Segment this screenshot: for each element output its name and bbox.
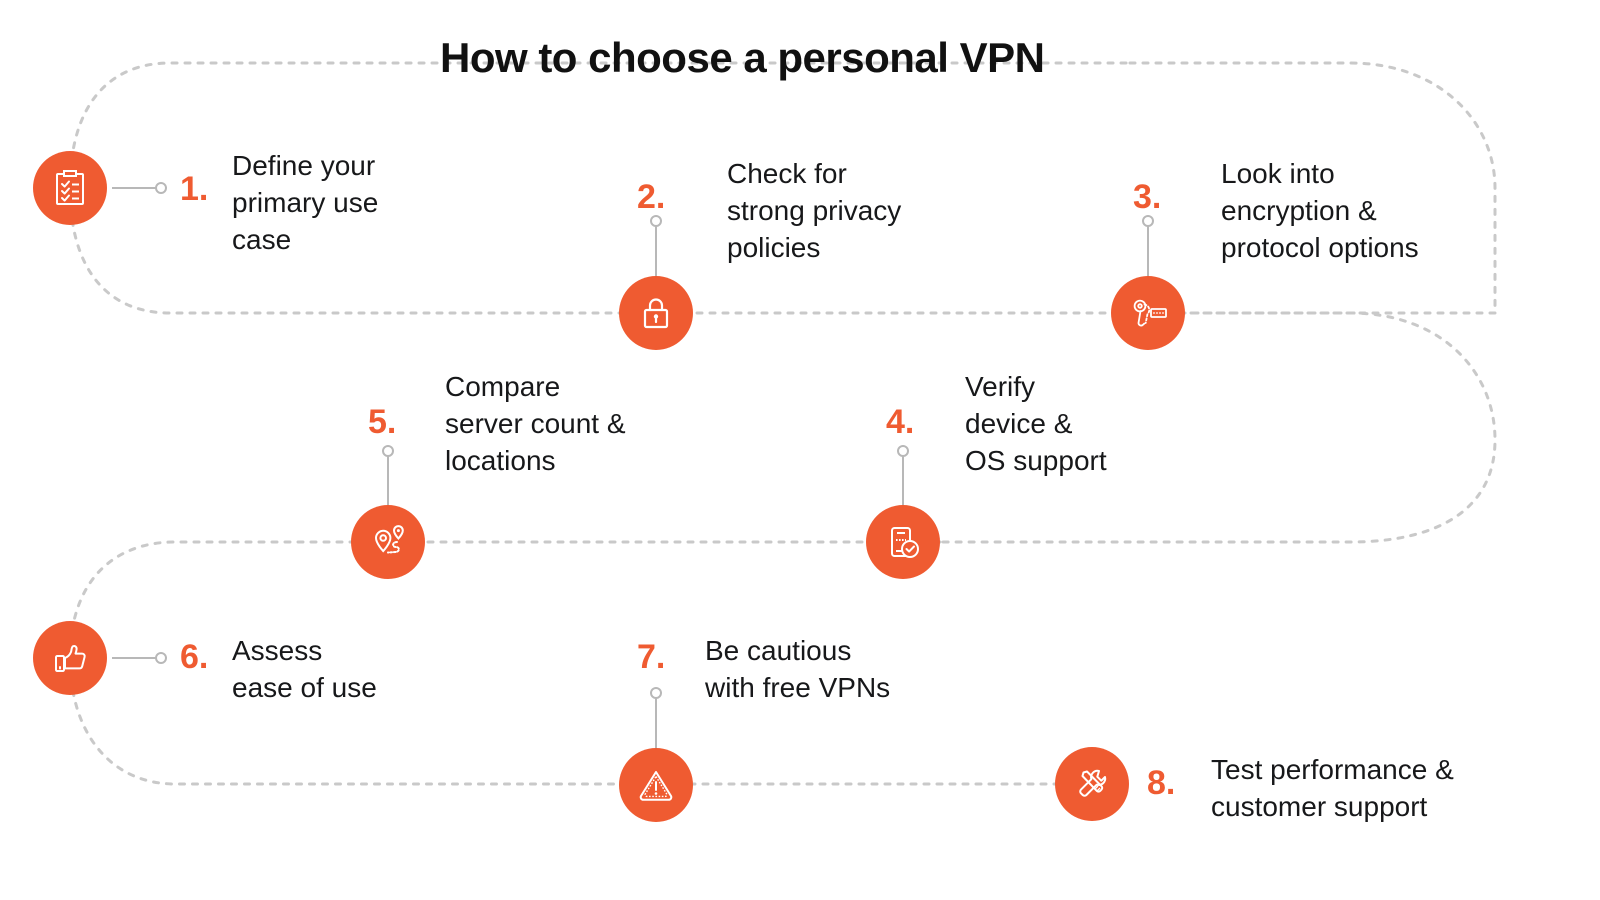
stem-dot-step2 <box>650 215 662 227</box>
map-pins-route-icon <box>366 521 410 563</box>
step-label-1: Define your primary use case <box>232 150 379 255</box>
step-number-7: 7. <box>637 638 666 676</box>
stem-dot-step4 <box>897 445 909 457</box>
step-number-2: 2. <box>637 178 666 216</box>
step-node-4[interactable] <box>866 505 940 579</box>
step-number-5: 5. <box>368 403 397 441</box>
step-label-3: Look into encryption & protocol options <box>1221 158 1419 263</box>
stem-dot-step5 <box>382 445 394 457</box>
step-label-4: Verify device & OS support <box>965 371 1107 476</box>
step-number-6: 6. <box>180 638 209 676</box>
step-number-8: 8. <box>1147 764 1176 802</box>
stem-dot-step3 <box>1142 215 1154 227</box>
padlock-icon <box>636 293 676 333</box>
step-node-5[interactable] <box>351 505 425 579</box>
stem-dot-step7 <box>650 687 662 699</box>
step-number-1: 1. <box>180 170 209 208</box>
step-node-2[interactable] <box>619 276 693 350</box>
step-number-4: 4. <box>886 403 915 441</box>
step-label-7: Be cautious with free VPNs <box>705 635 891 703</box>
stem-dot-step6 <box>155 652 167 664</box>
stem-dot-step1 <box>155 182 167 194</box>
step-label-5: Compare server count & locations <box>445 371 626 476</box>
thumbs-up-icon <box>49 637 91 679</box>
step-node-8[interactable] <box>1055 747 1129 821</box>
step-node-3[interactable] <box>1111 276 1185 350</box>
warning-triangle-icon <box>634 764 678 806</box>
step-node-1[interactable] <box>33 151 107 225</box>
clipboard-checklist-icon <box>49 167 91 209</box>
step-label-2: Check for strong privacy policies <box>727 158 902 263</box>
keys-password-icon <box>1126 293 1170 333</box>
step-label-6: Assess ease of use <box>232 635 377 703</box>
tools-wrench-screwdriver-icon <box>1071 763 1113 805</box>
step-number-3: 3. <box>1133 178 1162 216</box>
step-label-8: Test performance & customer support <box>1211 754 1454 822</box>
phone-check-icon <box>882 521 924 563</box>
step-node-7[interactable] <box>619 748 693 822</box>
page-title: How to choose a personal VPN <box>440 34 1045 81</box>
step-node-6[interactable] <box>33 621 107 695</box>
